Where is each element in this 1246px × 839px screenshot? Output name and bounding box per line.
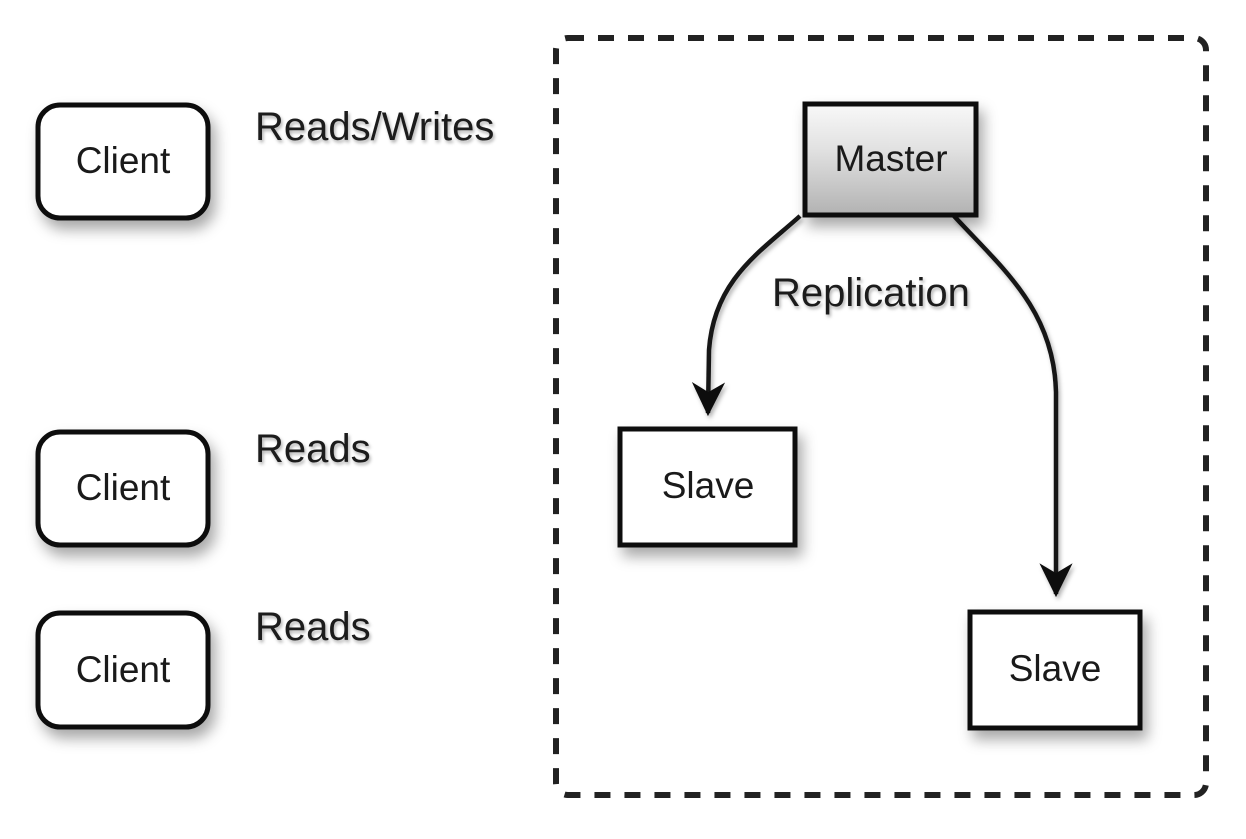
client-1-box[interactable] <box>35 102 211 221</box>
client-3-box[interactable] <box>35 610 211 730</box>
slave-2-box[interactable] <box>967 609 1143 731</box>
cluster-dashed-border <box>553 35 1209 798</box>
node-master[interactable]: Master <box>802 101 979 218</box>
slave-1-label: Slave <box>662 465 755 506</box>
edge-master-slave2 <box>952 214 1073 598</box>
node-client-1[interactable]: Client <box>35 102 211 221</box>
node-client-2[interactable]: Client <box>35 429 211 548</box>
node-client-3[interactable]: Client <box>35 610 211 730</box>
edge-curve-replication-left <box>691 214 802 417</box>
client-1-label: Client <box>76 140 171 181</box>
edge-label-reads-writes: Reads/Writes <box>255 105 494 149</box>
master-box[interactable] <box>802 101 979 218</box>
edge-label-replication: Replication <box>772 271 970 315</box>
edge-label-reads-2: Reads <box>255 605 371 649</box>
slave-2-label: Slave <box>1009 648 1102 689</box>
node-slave-2[interactable]: Slave <box>967 609 1143 731</box>
edge-curve-replication-right <box>952 214 1073 598</box>
edge-master-slave1 <box>691 214 802 417</box>
client-3-label: Client <box>76 649 171 690</box>
master-label: Master <box>834 138 947 179</box>
node-slave-1[interactable]: Slave <box>617 426 798 548</box>
slave-1-box[interactable] <box>617 426 798 548</box>
client-2-label: Client <box>76 467 171 508</box>
edge-label-reads-1: Reads <box>255 427 371 471</box>
replication-cluster-boundary <box>553 35 1209 798</box>
client-2-box[interactable] <box>35 429 211 548</box>
